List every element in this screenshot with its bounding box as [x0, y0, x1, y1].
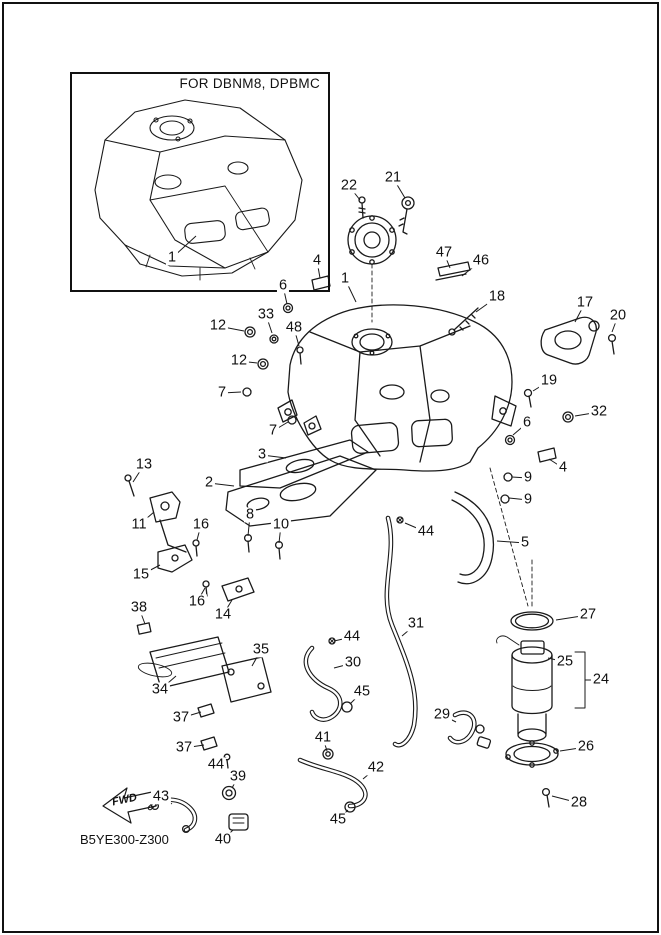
part-callout-31-41: 31	[405, 615, 427, 632]
right-hardware	[500, 388, 574, 504]
part-callout-6-19: 6	[520, 414, 534, 431]
part-callout-29-45: 29	[431, 706, 453, 723]
part-callout-1-10: 1	[338, 270, 352, 287]
part-callout-30-43: 30	[342, 654, 364, 671]
part-callout-19-17: 19	[538, 372, 560, 389]
part-callout-16-27: 16	[190, 516, 212, 533]
part-callout-24-37: 24	[590, 671, 612, 688]
part-callout-32-18: 32	[588, 403, 610, 420]
part-callout-2-24: 2	[202, 474, 216, 491]
left-hardware	[242, 275, 331, 425]
part-callout-6-9: 6	[276, 277, 290, 294]
part-callout-35-39: 35	[250, 641, 272, 658]
part-callout-39-50: 39	[227, 768, 249, 785]
part-callout-42-52: 42	[365, 759, 387, 776]
main-tank-drawing	[277, 304, 529, 607]
part-callout-38-38: 38	[128, 599, 150, 616]
part-callout-1-0: 1	[165, 249, 179, 266]
fuel-sender	[540, 316, 617, 365]
part-callout-16-29: 16	[186, 593, 208, 610]
part-callout-48-12: 48	[283, 319, 305, 336]
part-callout-46-4: 46	[470, 252, 492, 269]
canister-assembly	[136, 622, 272, 769]
part-callout-44-49: 44	[205, 756, 227, 773]
part-callout-41-51: 41	[312, 729, 334, 746]
part-callout-27-35: 27	[577, 606, 599, 623]
filter-and-valve	[221, 785, 249, 831]
part-callout-37-47: 37	[170, 709, 192, 726]
part-callout-12-13: 12	[207, 317, 229, 334]
variant-inset-box: FOR DBNM8, DPBMC	[70, 72, 330, 292]
part-callout-5-34: 5	[518, 534, 532, 551]
part-callout-11-26: 11	[129, 516, 149, 533]
part-callout-12-14: 12	[228, 352, 250, 369]
part-callout-15-28: 15	[130, 566, 152, 583]
under-tank-panels	[225, 439, 377, 527]
hoses-inner	[148, 516, 476, 832]
part-callout-22-1: 22	[338, 177, 360, 194]
part-callout-44-33: 44	[415, 523, 437, 540]
part-callout-28-53: 28	[568, 794, 590, 811]
part-callout-3-23: 3	[255, 446, 269, 463]
part-callout-34-40: 34	[149, 681, 171, 698]
part-callout-9-21: 9	[521, 469, 535, 486]
variant-caption: FOR DBNM8, DPBMC	[177, 76, 322, 91]
part-callout-40-55: 40	[212, 831, 234, 848]
part-callout-45-56: 45	[327, 811, 349, 828]
part-callout-8-31: 8	[243, 506, 257, 523]
part-callout-18-5: 18	[486, 288, 508, 305]
part-callout-7-16: 7	[266, 422, 280, 439]
part-callout-14-30: 14	[212, 606, 234, 623]
part-callout-13-25: 13	[133, 456, 155, 473]
inset-tank-drawing	[94, 99, 303, 281]
part-callout-7-15: 7	[215, 384, 229, 401]
part-callout-21-2: 21	[382, 169, 404, 186]
part-callout-10-32: 10	[270, 516, 292, 533]
part-callout-43-54: 43	[150, 788, 172, 805]
part-callout-44-42: 44	[341, 628, 363, 645]
part-callout-4-8: 4	[310, 252, 324, 269]
part-callout-37-48: 37	[173, 739, 195, 756]
fuel-cap-assembly	[347, 196, 415, 323]
part-callout-47-3: 47	[433, 244, 455, 261]
bolt-18	[448, 307, 479, 336]
part-callout-25-36: 25	[554, 653, 576, 670]
part-callout-17-6: 17	[574, 294, 596, 311]
part-callout-20-7: 20	[607, 307, 629, 324]
heat-shield	[451, 491, 533, 607]
part-callout-26-46: 26	[575, 738, 597, 755]
part-callout-33-11: 33	[255, 306, 277, 323]
part-callout-4-20: 4	[556, 459, 570, 476]
hose-fittings	[150, 516, 492, 834]
part-callout-45-44: 45	[351, 683, 373, 700]
part-callout-9-22: 9	[521, 491, 535, 508]
drawing-code: B5YE300-Z300	[80, 832, 169, 847]
